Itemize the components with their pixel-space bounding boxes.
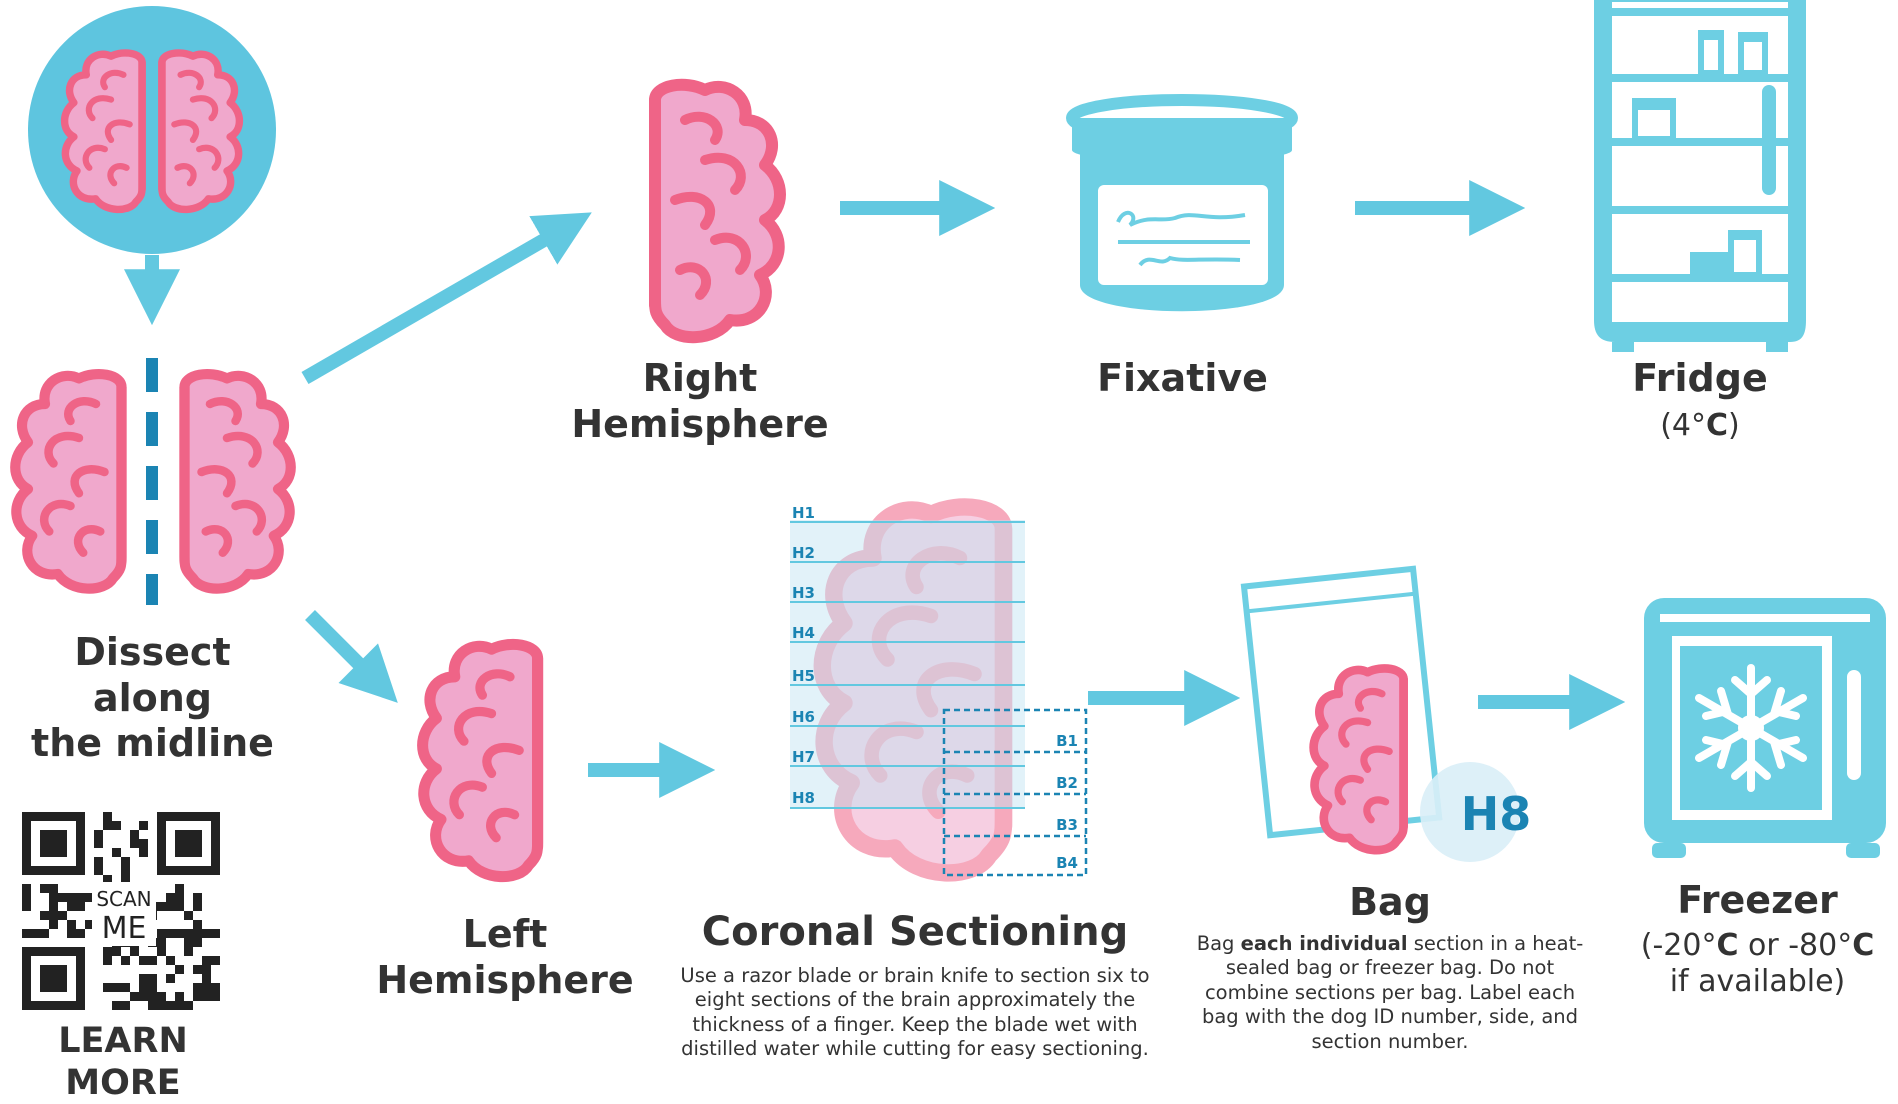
freezer-temp-b: C [1716, 928, 1738, 963]
arrow-to-left-hemisphere [310, 615, 380, 685]
freezer-temp-line1: (-20°C or -80°C [1620, 928, 1895, 964]
fridge-title: Fridge [1580, 356, 1820, 402]
freezer-temp-a: (-20° [1641, 928, 1717, 963]
fridge-temp-unit: C [1706, 408, 1728, 443]
dissect-title-line2: the midline [10, 721, 295, 767]
bag-icon: H8 [1244, 569, 1531, 862]
section-label-h4: H4 [792, 624, 815, 642]
box-label-b4: B4 [1056, 854, 1078, 872]
bag-desc-bold: each individual [1241, 932, 1408, 955]
section-label-h3: H3 [792, 584, 815, 602]
qr-me-label: ME [102, 911, 147, 946]
bag-title: Bag [1290, 880, 1490, 926]
right-title-line1: Right [560, 356, 840, 402]
bag-desc-pre: Bag [1197, 932, 1241, 955]
bag-description: Bag each individual section in a heat-se… [1196, 932, 1584, 1054]
fridge-temp: (4°C) [1580, 408, 1820, 444]
freezer-title: Freezer [1620, 878, 1895, 924]
box-label-b1: B1 [1056, 732, 1078, 750]
fixative-jar-icon [1072, 100, 1292, 311]
right-hemisphere-icon [655, 85, 780, 337]
right-title-line2: Hemisphere [560, 402, 840, 448]
dissect-title: Dissect along the midline [10, 630, 295, 767]
brain-icon [28, 6, 276, 254]
section-label-h8: H8 [792, 789, 815, 807]
freezer-temp: (-20°C or -80°C if available) [1620, 928, 1895, 1000]
fixative-title: Fixative [1060, 356, 1305, 402]
fridge-temp-pre: (4° [1660, 408, 1706, 443]
section-label-h1: H1 [792, 504, 815, 522]
fridge-temp-post: ) [1728, 408, 1740, 443]
section-label-h6: H6 [792, 708, 815, 726]
left-title-line2: Hemisphere [375, 958, 635, 1004]
box-label-b3: B3 [1056, 816, 1078, 834]
bag-tag-label: H8 [1461, 787, 1532, 841]
freezer-icon [1644, 598, 1886, 858]
freezer-temp-c: or -80° [1738, 928, 1852, 963]
qr-scan-label: SCAN [96, 887, 151, 911]
box-label-b2: B2 [1056, 774, 1078, 792]
qr-code-icon[interactable]: SCAN ME [22, 812, 220, 1010]
left-hemisphere-icon [423, 644, 538, 876]
section-label-h2: H2 [792, 544, 815, 562]
coronal-description: Use a razor blade or brain knife to sect… [668, 964, 1162, 1062]
split-brain-icon [15, 358, 291, 605]
freezer-temp-line2: if available) [1620, 964, 1895, 1000]
section-label-h7: H7 [792, 748, 815, 766]
learn-more-link[interactable]: LEARN MORE [8, 1020, 238, 1104]
fridge-icon [1594, 0, 1806, 352]
freezer-temp-d: C [1852, 928, 1874, 963]
arrow-to-right-hemisphere [305, 225, 570, 378]
dissect-title-line1: Dissect along [10, 630, 295, 721]
coronal-title: Coronal Sectioning [680, 908, 1150, 956]
left-hemisphere-title: Left Hemisphere [375, 912, 635, 1003]
section-label-h5: H5 [792, 667, 815, 685]
right-hemisphere-title: Right Hemisphere [560, 356, 840, 447]
left-title-line1: Left [375, 912, 635, 958]
